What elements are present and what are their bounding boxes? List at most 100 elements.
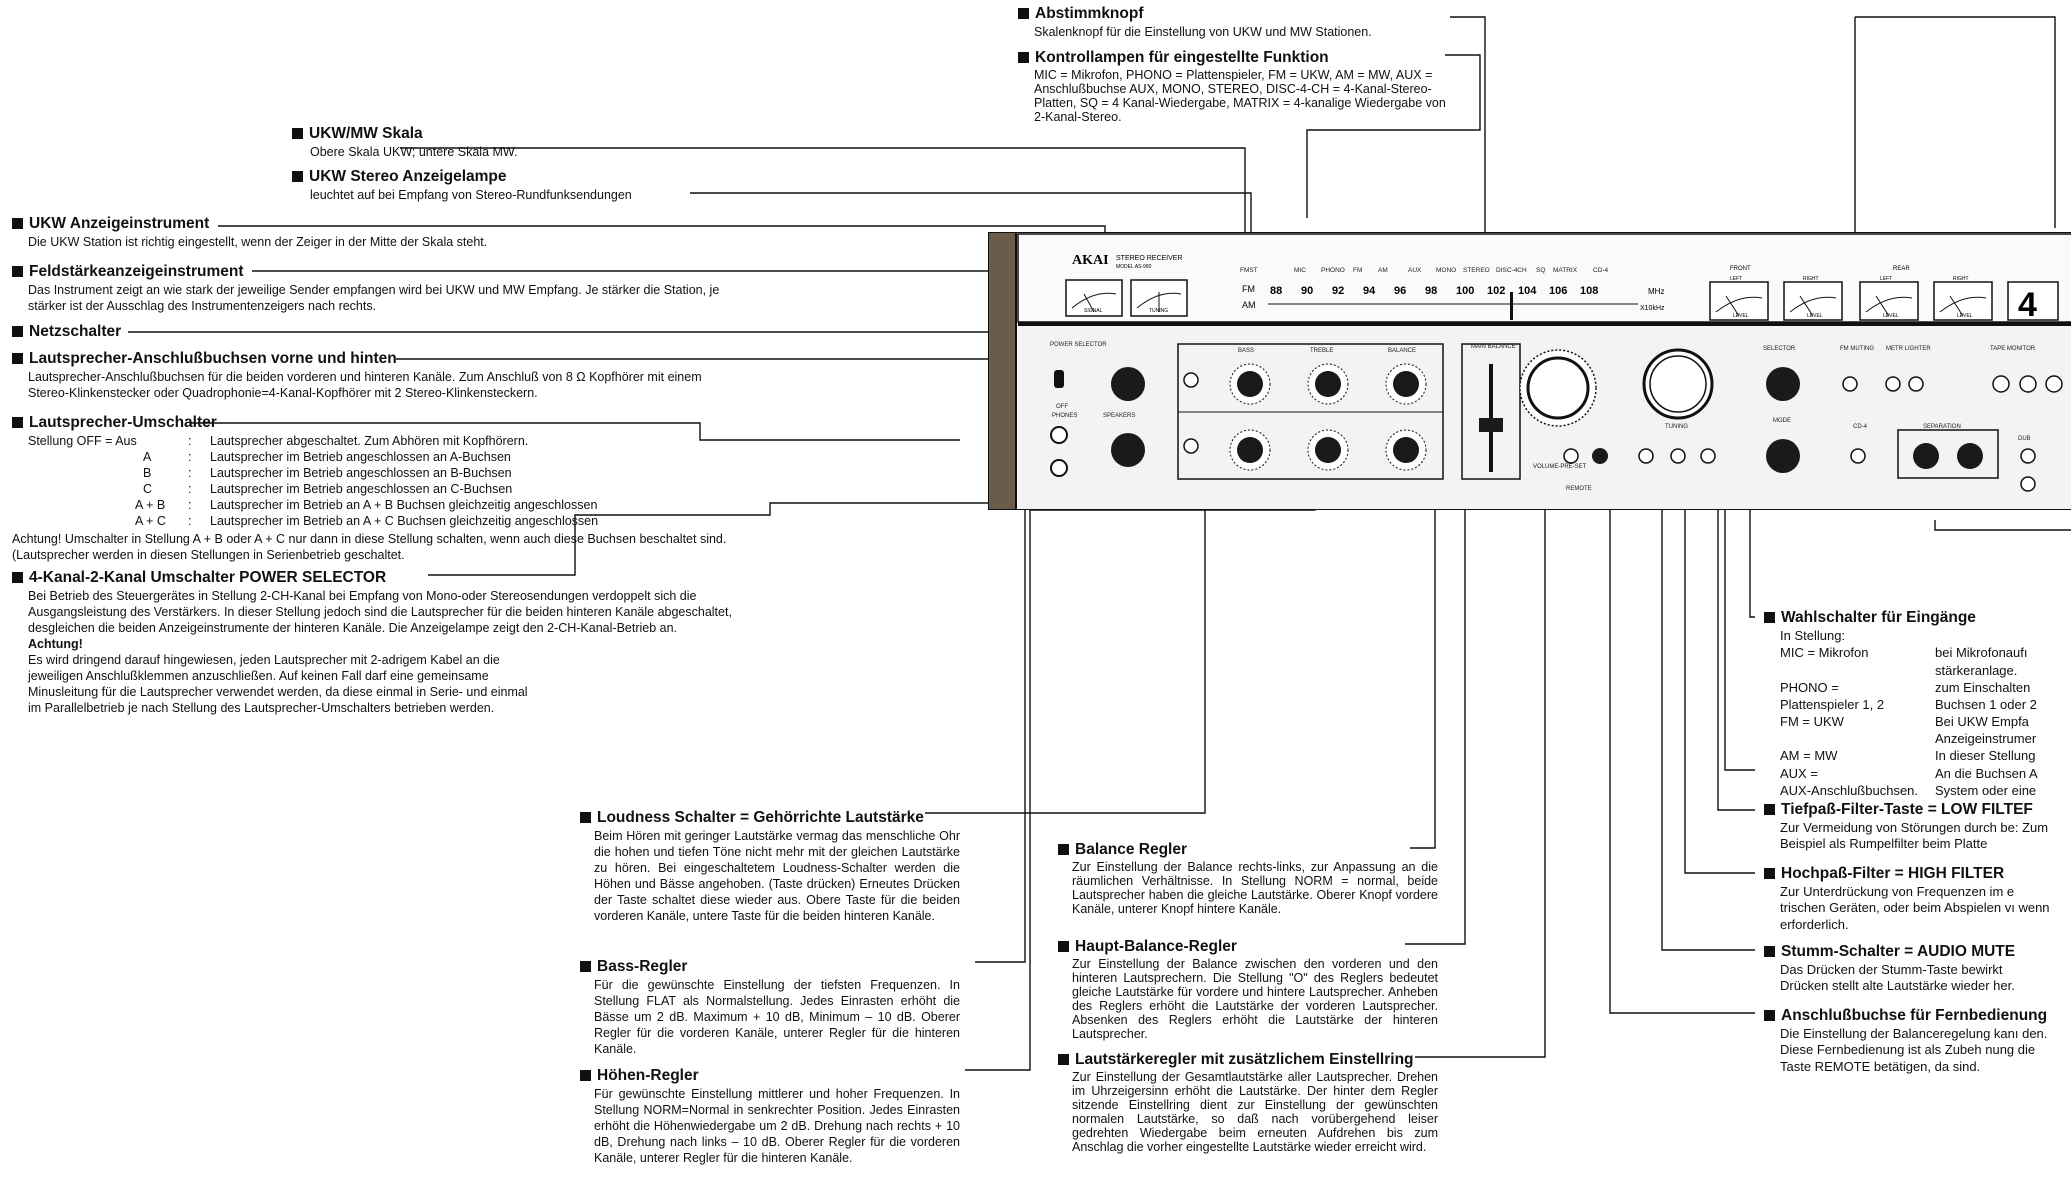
- bullet-square-icon: [1018, 8, 1029, 20]
- indicator-stereo: STEREO: [1463, 267, 1490, 274]
- low-filter-button: [1700, 448, 1716, 464]
- indicator-matrix: MATRIX: [1553, 267, 1578, 274]
- annotation-text: Für die gewünschte Einstellung der tiefs…: [594, 977, 960, 1056]
- speaker-value: Lautsprecher im Betrieb an A + C Buchsen…: [210, 513, 599, 528]
- signal-meter: SIGNAL: [1065, 279, 1123, 317]
- wood-side-panel: [988, 232, 1017, 510]
- tuning-meter: TUNING: [1130, 279, 1188, 317]
- annotation-tiefpass: Tiefpaß-Filter-Taste = LOW FILTEF Zur Ve…: [1764, 800, 2070, 853]
- fm-scale-value: 102: [1487, 285, 1505, 297]
- speaker-key: A + B: [135, 497, 166, 512]
- volume-knob: [1519, 349, 1597, 427]
- annotation-text: Die Einstellung der Balanceregelung kanı…: [1780, 1025, 2048, 1075]
- input-key: Plattenspieler 1, 2: [1780, 696, 1885, 712]
- speaker-key: C: [143, 481, 153, 496]
- annotation-title: UKW/MW Skala: [309, 125, 423, 142]
- annotation-title: Netzschalter: [29, 323, 122, 340]
- speakers-label: SPEAKERS: [1103, 413, 1135, 419]
- input-key: [1780, 662, 1935, 679]
- speaker-value: Lautsprecher im Betrieb angeschlossen an…: [210, 465, 512, 480]
- phones-jack-rear: [1050, 459, 1068, 477]
- annotation-title: UKW Anzeigeinstrument: [29, 215, 210, 232]
- indicator-phono: PHONO: [1321, 267, 1345, 274]
- separation-label: SEPARATION: [1923, 424, 1961, 430]
- annotation-haupt-balance: Haupt-Balance-Regler Zur Einstellung der…: [1058, 937, 1438, 1041]
- bullet-square-icon: [1058, 941, 1069, 953]
- bullet-square-icon: [580, 961, 591, 973]
- svg-text:RIGHT: RIGHT: [1803, 276, 1819, 282]
- fm-scale-value: 98: [1425, 285, 1437, 297]
- speaker-switch-table: Stellung OFF = Aus:Lautsprecher abgescha…: [12, 433, 747, 529]
- brand-logo: AKAI: [1072, 253, 1109, 268]
- speaker-sep: :: [188, 497, 192, 512]
- power-selector-knob: [1111, 367, 1145, 401]
- annotation-text: Das Instrument zeigt an wie stark der je…: [28, 282, 720, 313]
- fm-scale-value: 90: [1301, 285, 1313, 297]
- annotation-balance: Balance Regler Zur Einstellung der Balan…: [1058, 840, 1438, 916]
- tuning-knob: [1642, 348, 1714, 420]
- bass-knob-rear: [1229, 429, 1271, 471]
- annotation-title: Bass-Regler: [597, 958, 688, 975]
- bullet-square-icon: [1764, 946, 1775, 958]
- fm-scale-value: 108: [1580, 285, 1598, 297]
- input-key: AUX =: [1780, 765, 1818, 781]
- annotation-title: Höhen-Regler: [597, 1067, 699, 1084]
- bullet-square-icon: [12, 218, 23, 230]
- fm-band-label: FM: [1242, 284, 1255, 294]
- annotation-text-2: Es wird dringend darauf hingewiesen, jed…: [28, 652, 528, 715]
- input-value: bei Mikrofonaufı: [1935, 645, 2028, 661]
- speaker-key: Stellung OFF = Aus: [28, 433, 137, 448]
- speaker-sep: :: [188, 433, 192, 448]
- main-balance-label: MAIN BALANCE: [1471, 344, 1516, 350]
- front-meters-label: FRONT: [1730, 266, 1751, 272]
- annotation-netzschalter: Netzschalter: [12, 322, 312, 342]
- svg-text:LEVEL: LEVEL: [1807, 313, 1823, 319]
- annotation-text: Bei Betrieb des Steuergerätes in Stellun…: [28, 588, 732, 635]
- speaker-key: B: [143, 465, 152, 480]
- indicator-aux: AUX: [1408, 267, 1422, 274]
- bass-label: BASS: [1238, 348, 1254, 354]
- cd4-label: CD-4: [1853, 424, 1868, 430]
- bullet-square-icon: [12, 326, 23, 338]
- bullet-square-icon: [292, 128, 303, 140]
- annotation-power-selector: 4-Kanal-2-Kanal Umschalter POWER SELECTO…: [12, 568, 737, 716]
- input-value: System oder eine: [1935, 782, 2037, 798]
- annotation-title: Lautsprecher-Anschlußbuchsen vorne und h…: [29, 350, 397, 367]
- annotation-lautstaerke: Lautstärkeregler mit zusätzlichem Einste…: [1058, 1050, 1438, 1154]
- bullet-square-icon: [1764, 804, 1775, 816]
- annotation-stumm: Stumm-Schalter = AUDIO MUTE Das Drücken …: [1764, 942, 2070, 995]
- fm-scale-value: 106: [1549, 285, 1567, 297]
- fm-scale-value: 88: [1270, 285, 1282, 297]
- tape-monitor-1: [1992, 375, 2010, 393]
- dub-label: DUB: [2018, 436, 2031, 442]
- fm-scale-value: 100: [1456, 285, 1474, 297]
- speaker-sep: :: [188, 449, 192, 464]
- dub-front-jack: [2020, 448, 2036, 464]
- fm-scale-value: 94: [1363, 285, 1376, 297]
- indicator-mic: MIC: [1294, 267, 1306, 274]
- speaker-value: Lautsprecher im Betrieb angeschlossen an…: [210, 449, 511, 464]
- balance-label: BALANCE: [1388, 348, 1416, 354]
- meter-lighter-front: [1885, 376, 1901, 392]
- tape-monitor-label: TAPE MONITOR: [1990, 346, 2036, 352]
- bullet-square-icon: [1058, 1054, 1069, 1066]
- input-key: AM = MW: [1780, 748, 1838, 764]
- speaker-sep: :: [188, 513, 192, 528]
- annotation-title: 4-Kanal-2-Kanal Umschalter POWER SELECTO…: [29, 569, 387, 586]
- annotation-title: Balance Regler: [1075, 841, 1187, 858]
- annotation-text: Skalenknopf für die Einstellung von UKW …: [1034, 24, 1372, 39]
- svg-text:TUNING: TUNING: [1149, 308, 1168, 314]
- annotation-text: Für gewünschte Einstellung mittlerer und…: [594, 1086, 960, 1165]
- off-label: OFF: [1056, 404, 1068, 410]
- indicator-am: AM: [1378, 267, 1388, 274]
- input-key: MIC = Mikrofon: [1780, 645, 1869, 661]
- indicator-sq: SQ: [1536, 267, 1545, 274]
- annotation-kontrollampen: Kontrollampen für eingestellte Funktion …: [1018, 48, 1448, 124]
- svg-text:LEFT: LEFT: [1730, 276, 1742, 282]
- loudness-front-button: [1183, 372, 1199, 388]
- phones-label: PHONES: [1052, 413, 1077, 419]
